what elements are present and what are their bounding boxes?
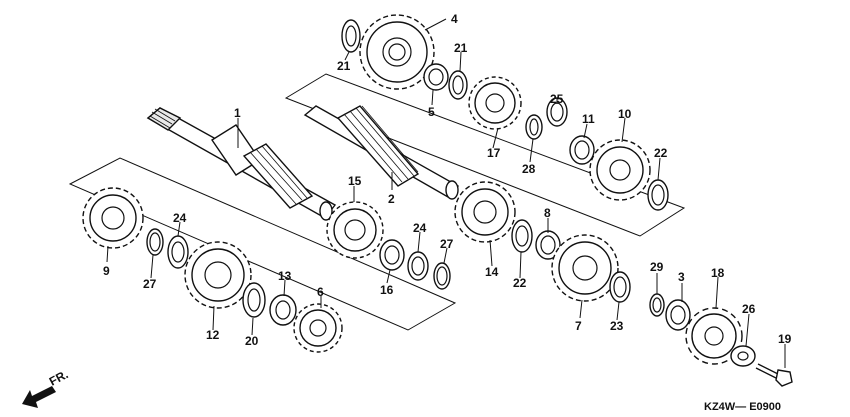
part-label: 27 [440,237,454,251]
gear-17-assembly [468,76,522,130]
direction-label: FR. [47,367,71,388]
part-label: 10 [618,107,632,121]
part-label: 1 [234,106,241,120]
washer-20 [242,282,266,318]
diagram-code: KZ4W— E0900 [704,401,781,413]
part-label: 17 [487,146,501,160]
part-label: 15 [348,174,362,188]
part-label: 21 [337,59,351,73]
part-label: 26 [742,302,756,316]
gear-6 [293,303,343,353]
part-label: 9 [103,264,110,278]
washer-22-right [647,179,669,211]
part-label: 29 [650,260,664,274]
front-direction-arrow: FR. [22,367,70,408]
gear-14 [454,181,516,243]
part-label: 14 [485,265,499,279]
gear-12 [184,241,252,309]
part-label: 22 [513,276,527,290]
sprocket-18 [685,307,743,365]
part-label: 21 [454,41,468,55]
bushing-13 [269,294,297,326]
washer-21-right [448,70,468,100]
part-label: 23 [610,319,624,333]
part-label: 18 [711,266,725,280]
part-label: 6 [317,285,324,299]
gear-15 [326,201,384,259]
plate-26 [730,345,756,367]
part-label: 11 [582,112,595,126]
bushing-5 [423,63,449,91]
part-label: 2 [388,192,395,206]
part-label: 16 [380,283,394,297]
part-label: 22 [654,146,668,160]
gear-9 [82,187,144,249]
washer-22-middle [511,219,533,253]
part-label: 8 [544,206,551,220]
part-label: 24 [413,221,427,235]
circlip-25 [546,97,568,127]
part-label: 24 [173,211,187,225]
part-label: 3 [678,270,685,284]
part-labels: 1 2 3 4 5 6 7 8 9 10 11 12 13 14 15 16 1… [103,12,792,348]
mainshaft-group-outline [68,157,457,331]
circlip-27-left [146,228,164,256]
part-label: 13 [278,269,292,283]
washer-24-left [167,235,189,269]
bolt-19 [755,363,793,387]
washer-21-top [341,19,361,53]
part-label: 25 [550,92,564,106]
washer-23 [609,271,631,303]
part-label: 28 [522,162,536,176]
bushing-16 [379,239,405,271]
bushing-11 [569,135,595,165]
circlip-27-middle [433,262,451,290]
collar-3 [665,299,691,331]
part-label: 7 [575,319,582,333]
part-label: 5 [428,105,435,119]
part-label: 12 [206,328,220,342]
part-label: 19 [778,332,792,346]
countershaft-group-outline [284,73,686,237]
countershaft [303,105,460,200]
part-label: 27 [143,277,157,291]
part-label: 20 [245,334,259,348]
washer-24-middle [407,251,429,281]
gear-10 [589,139,651,201]
mainshaft [146,107,337,221]
circlip-29 [649,293,665,317]
gear-7 [551,234,619,302]
part-label: 4 [451,12,458,26]
gear-4 [359,14,435,90]
washer-28 [525,114,543,140]
leader-lines [106,18,786,368]
